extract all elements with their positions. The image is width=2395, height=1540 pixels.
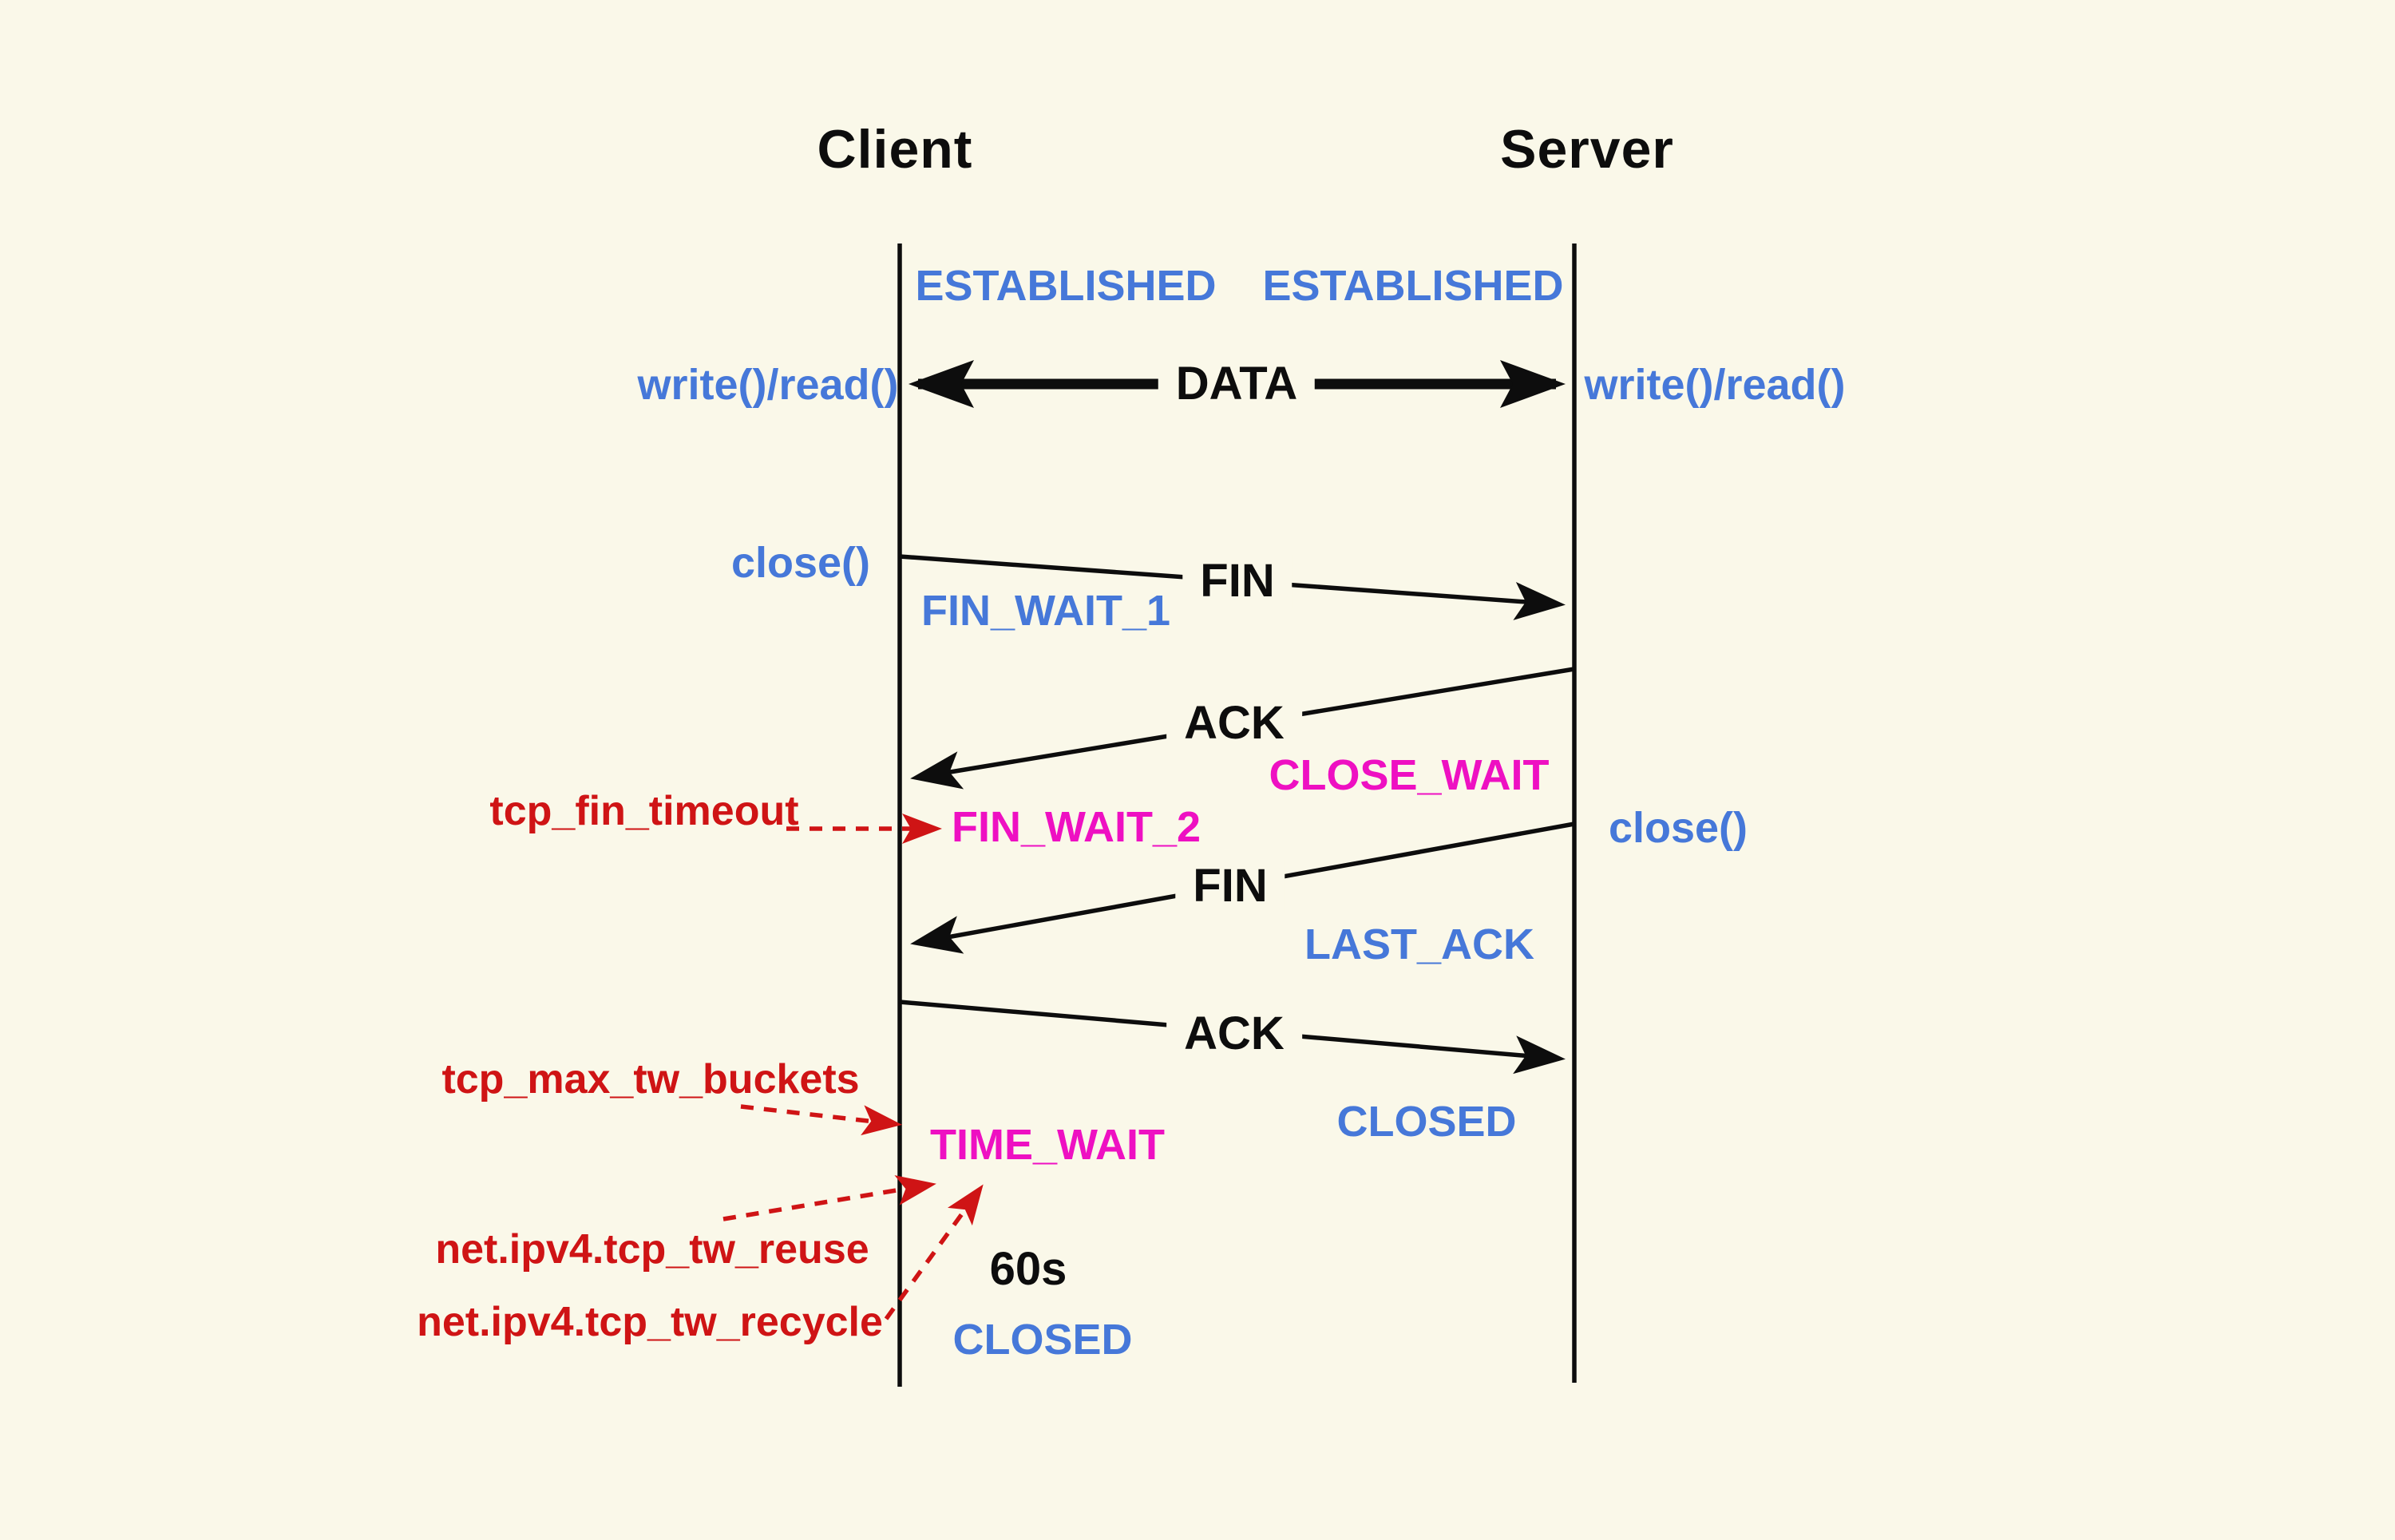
fin-message-label-2: FIN	[1175, 860, 1285, 913]
tcp-tw-reuse-arrow	[722, 1175, 936, 1221]
client-state-established: ESTABLISHED	[915, 262, 1217, 310]
tcp-max-tw-buckets-arrow	[740, 1104, 902, 1136]
server-state-last-ack: LAST_ACK	[1304, 920, 1535, 968]
server-state-closed: CLOSED	[1336, 1098, 1517, 1146]
client-state-fin-wait-2: FIN_WAIT_2	[951, 803, 1201, 851]
tcp-fin-timeout-label: tcp_fin_timeout	[489, 788, 799, 834]
tcp-tw-recycle-arrow	[884, 1184, 984, 1320]
client-state-time-wait: TIME_WAIT	[930, 1121, 1165, 1169]
server-header: Server	[1500, 119, 1674, 180]
server-close-call: close()	[1608, 804, 1748, 852]
server-state-close-wait: CLOSE_WAIT	[1269, 751, 1550, 799]
client-close-call: close()	[730, 539, 871, 587]
fin-message-label-1: FIN	[1182, 555, 1293, 608]
client-state-fin-wait-1: FIN_WAIT_1	[920, 587, 1171, 635]
server-write-read-call: write()/read()	[1584, 361, 1846, 409]
data-message-label: DATA	[1158, 358, 1316, 410]
ack-message-label-1: ACK	[1166, 697, 1302, 750]
ack-message-label-2: ACK	[1166, 1008, 1302, 1060]
server-state-established: ESTABLISHED	[1262, 262, 1564, 310]
tcp-tw-reuse-label: net.ipv4.tcp_tw_reuse	[435, 1226, 869, 1273]
client-state-closed: CLOSED	[952, 1316, 1133, 1364]
client-header: Client	[817, 119, 973, 180]
time-wait-timer-label: 60s	[989, 1243, 1067, 1295]
tcp-tw-recycle-label: net.ipv4.tcp_tw_recycle	[417, 1299, 883, 1345]
tcp-max-tw-buckets-label: tcp_max_tw_buckets	[441, 1056, 860, 1103]
client-write-read-call: write()/read()	[637, 361, 899, 409]
